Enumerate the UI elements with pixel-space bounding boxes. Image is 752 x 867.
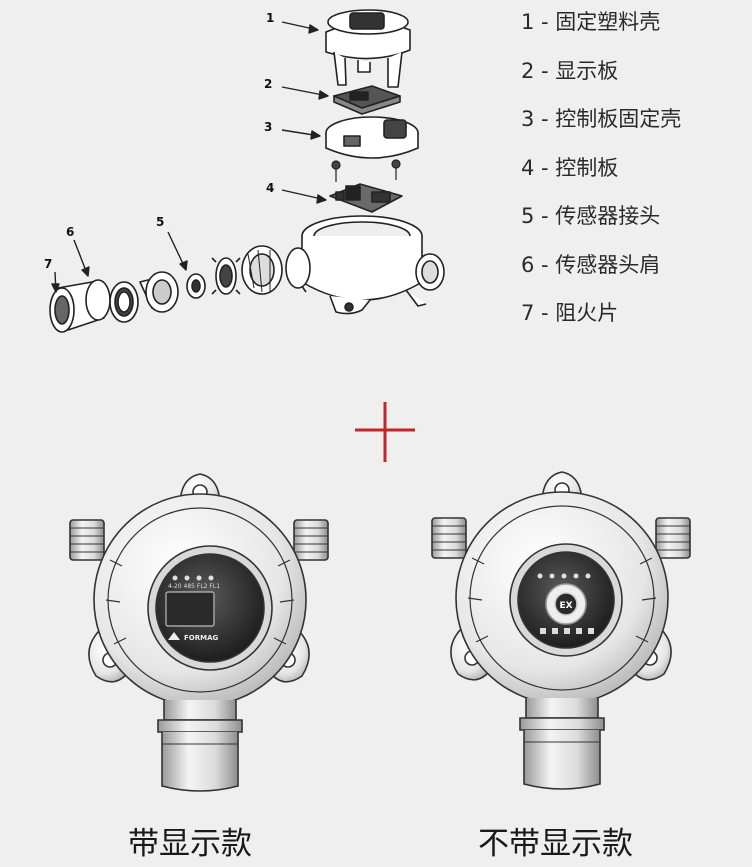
legend-item-5: 5 - 传感器接头 [521, 204, 661, 228]
screws [331, 159, 401, 182]
part-3-control-housing [325, 116, 419, 159]
brand-logo: FORMAG [184, 634, 219, 642]
callout-2: 2 [264, 77, 272, 91]
device-without-display: EX [431, 471, 691, 790]
callout-1: 1 [266, 11, 274, 25]
callout-numbers: 1 2 3 4 5 6 7 [44, 11, 274, 271]
indicator-labels: 4-20 485 FL2 FL1 [168, 583, 220, 590]
part-4-control-board [329, 183, 403, 213]
callout-4: 4 [266, 181, 274, 195]
indicator-leds [172, 575, 214, 581]
legend-item-2: 2 - 显示板 [521, 58, 619, 83]
legend-item-6: 6 - 传感器头肩 [521, 252, 661, 277]
device-with-display: 4-20 485 FL2 FL1 FORMAG [69, 473, 329, 792]
caption-with-display: 带显示款 [128, 826, 252, 862]
callout-6: 6 [66, 225, 74, 239]
main-enclosure [285, 215, 445, 315]
indicator-leds-right [537, 573, 591, 579]
exploded-view: 1 2 3 4 5 6 7 [44, 9, 445, 333]
legend-item-1: 1 - 固定塑料壳 [521, 10, 661, 34]
part-2-display-board [333, 85, 401, 115]
leader-arrows [51, 21, 329, 293]
sensor-chain [49, 245, 283, 333]
callout-5: 5 [156, 215, 164, 229]
callout-3: 3 [264, 120, 272, 134]
legend-item-7: 7 - 阻火片 [521, 301, 619, 325]
icon-row [540, 628, 594, 634]
caption-without-display: 不带显示款 [478, 826, 633, 862]
ex-badge: EX [559, 601, 572, 611]
legend-item-3: 3 - 控制板固定壳 [521, 107, 682, 131]
part-1-plastic-cap [325, 9, 411, 88]
parts-legend: 1 - 固定塑料壳 2 - 显示板 3 - 控制板固定壳 4 - 控制板 5 -… [521, 4, 681, 344]
plus-sign [355, 402, 415, 462]
legend-item-4: 4 - 控制板 [521, 155, 619, 180]
callout-7: 7 [44, 257, 52, 271]
